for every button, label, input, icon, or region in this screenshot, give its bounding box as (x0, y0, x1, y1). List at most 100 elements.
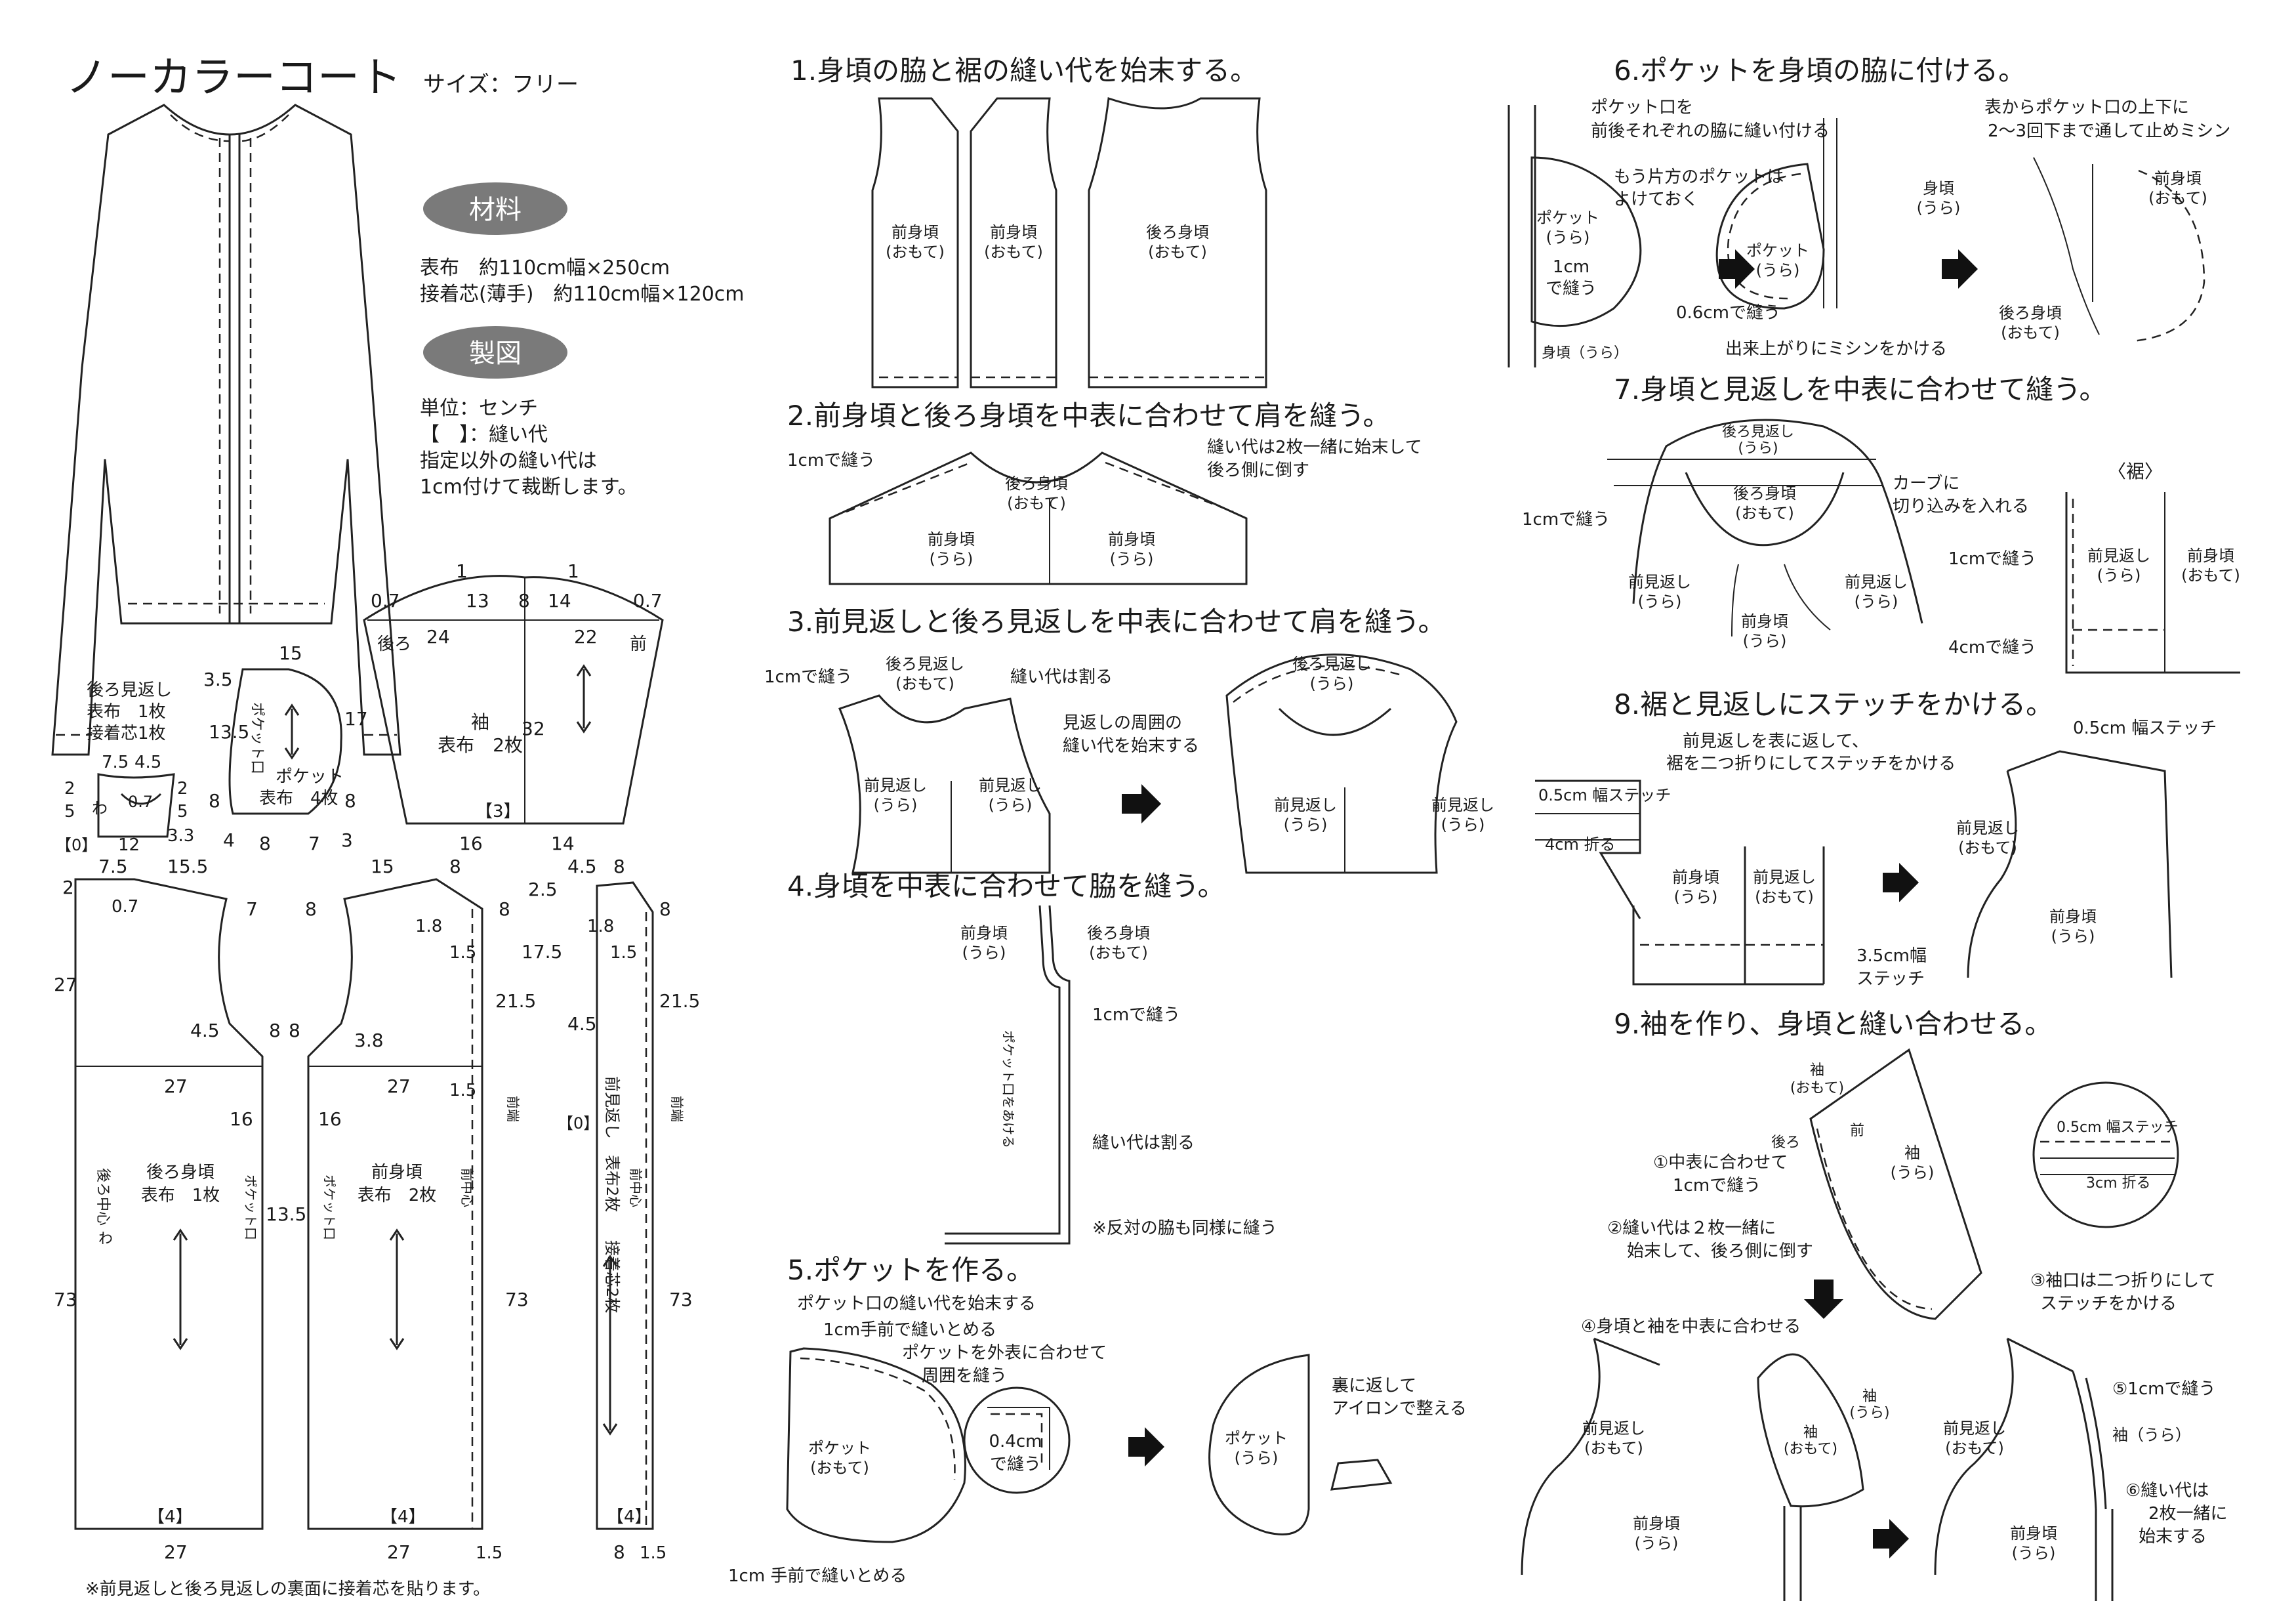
svg-text:14: 14 (548, 590, 571, 612)
svg-text:ポケット口: ポケット口 (321, 1175, 337, 1240)
svg-text:15: 15 (279, 642, 302, 664)
svg-text:カーブに: カーブに (1893, 474, 1959, 493)
svg-text:接着芯2枚: 接着芯2枚 (603, 1240, 621, 1313)
svg-text:4.5: 4.5 (190, 1020, 220, 1041)
page-title: ノーカラーコート (66, 54, 401, 102)
svg-text:後ろ見返し: 後ろ見返し (87, 680, 172, 700)
svg-text:製図: 製図 (469, 339, 522, 369)
step-8-diagram: 前見返しを表に返して、 裾を二つ折りにしてステッチをかける 0.5cm 幅ステッ… (1535, 718, 2217, 989)
svg-text:表布 1枚: 表布 1枚 (141, 1186, 220, 1205)
svg-text:1cmで縫う: 1cmで縫う (1673, 1176, 1761, 1196)
svg-text:前見返し: 前見返し (1753, 868, 1816, 886)
svg-text:73: 73 (669, 1289, 693, 1310)
svg-text:(うら): (うら) (1674, 888, 1718, 906)
svg-text:27: 27 (387, 1075, 411, 1097)
svg-text:(うら): (うら) (1756, 261, 1800, 280)
svg-text:3.5: 3.5 (203, 669, 233, 690)
svg-text:縫い代は2枚一緒に始末して: 縫い代は2枚一緒に始末して (1207, 438, 1422, 457)
svg-text:3.5cm幅: 3.5cm幅 (1856, 946, 1927, 966)
svg-text:もう片方のポケットは: もう片方のポケットは (1614, 167, 1784, 187)
svg-text:1: 1 (567, 560, 579, 582)
step-7-diagram: 後ろ見返し (うら) 後ろ身頃 (おもて) 1cmで縫う カーブに 切り込みを入… (1522, 419, 2240, 674)
svg-text:ポケットを外表に合わせて: ポケットを外表に合わせて (902, 1343, 1107, 1363)
svg-text:2: 2 (64, 779, 75, 799)
step-4-diagram: 前身頃 (うら) 後ろ身頃 (おもて) 1cmで縫う ポケット口をあける 縫い代… (945, 905, 1277, 1245)
svg-text:表布 4枚: 表布 4枚 (259, 789, 338, 808)
svg-text:2: 2 (62, 877, 74, 898)
svg-text:(おもて): (おもて) (886, 243, 945, 261)
svg-text:前身頃: 前身頃 (892, 223, 939, 241)
svg-text:アイロンで整える: アイロンで整える (1332, 1399, 1467, 1419)
svg-text:(うら): (うら) (930, 550, 974, 568)
svg-text:前見返し: 前見返し (1274, 796, 1337, 814)
svg-text:4cmで縫う: 4cmで縫う (1948, 638, 2036, 657)
svg-text:0.6cmで縫う: 0.6cmで縫う (1676, 303, 1780, 323)
svg-text:8: 8 (449, 856, 461, 877)
svg-text:前見返し: 前見返し (1431, 796, 1494, 814)
svg-text:21.5: 21.5 (659, 990, 700, 1012)
step-8-title: 8.裾と見返しにステッチをかける。 (1614, 688, 2053, 720)
svg-text:ポケット: ポケット (1536, 209, 1599, 227)
svg-text:表布 2枚: 表布 2枚 (438, 734, 523, 756)
svg-text:ポケット口: ポケット口 (243, 1175, 258, 1240)
svg-text:(うら): (うら) (1738, 440, 1778, 457)
svg-text:前身頃: 前身頃 (1741, 612, 1788, 631)
svg-text:前中心: 前中心 (628, 1168, 644, 1207)
step-1-title: 1.身頃の脇と裾の縫い代を始末する。 (790, 54, 1258, 87)
svg-text:1cmで縫う: 1cmで縫う (1092, 1005, 1180, 1025)
svg-text:(うら): (うら) (1849, 1405, 1889, 1421)
svg-text:前身頃: 前身頃 (371, 1163, 422, 1182)
step-2-title: 2.前身頃と後ろ身頃を中表に合わせて肩を縫う。 (787, 400, 1391, 432)
svg-text:1cm: 1cm (1553, 257, 1589, 277)
materials-badge: 材料 (423, 182, 567, 235)
svg-text:袖: 袖 (1904, 1144, 1920, 1162)
svg-text:わ: わ (92, 799, 108, 818)
step-9-title: 9.袖を作り、身頃と縫い合わせる。 (1614, 1008, 2052, 1040)
svg-text:0.5cm 幅ステッチ: 0.5cm 幅ステッチ (2057, 1119, 2179, 1136)
back-body-piece: 後ろ身頃 表布 1枚 後ろ中心 わ ポケット口 【4】 7.5 15.5 2 0… (54, 856, 490, 1599)
svg-text:27: 27 (164, 1075, 188, 1097)
svg-text:32: 32 (522, 718, 545, 739)
svg-text:24: 24 (426, 626, 450, 648)
svg-text:27: 27 (54, 974, 77, 995)
svg-text:(おもて): (おもて) (895, 675, 954, 693)
svg-text:裏に返して: 裏に返して (1332, 1376, 1416, 1396)
svg-text:(うら): (うら) (1635, 1534, 1679, 1552)
svg-text:後ろ身頃: 後ろ身頃 (1999, 304, 2062, 322)
step-5-title: 5.ポケットを作る。 (787, 1254, 1034, 1286)
svg-text:ポケット口: ポケット口 (249, 702, 265, 774)
svg-text:前: 前 (630, 635, 647, 654)
svg-text:ポケット口を: ポケット口を (1591, 98, 1693, 117)
allowance-note-1: 指定以外の縫い代は (420, 449, 597, 472)
svg-text:13: 13 (466, 590, 489, 612)
svg-text:1cmで縫う: 1cmで縫う (787, 451, 875, 470)
step-6-diagram: ポケット口を 前後それぞれの脇に縫い付ける もう片方のポケットは よけておく ポ… (1507, 98, 2230, 367)
svg-text:(うら): (うら) (1638, 593, 1682, 611)
svg-text:〈裾〉: 〈裾〉 (2108, 461, 2163, 482)
svg-text:【4】: 【4】 (148, 1507, 193, 1527)
svg-text:【3】: 【3】 (476, 802, 521, 822)
svg-text:前見返し: 前見返し (1845, 573, 1908, 591)
step-7-title: 7.身頃と見返しを中表に合わせて縫う。 (1614, 373, 2107, 406)
svg-text:8: 8 (209, 790, 220, 812)
seam-allowance-note: 【 】：縫い代 (420, 423, 548, 446)
svg-text:0.4cm: 0.4cm (989, 1432, 1042, 1451)
front-body-piece: 前身頃 表布 2枚 ポケット口 前中心 前端 【4】 15 8 8 1.8 8 … (289, 856, 536, 1563)
svg-text:始末して、後ろ側に倒す: 始末して、後ろ側に倒す (1627, 1241, 1813, 1261)
svg-text:前身頃: 前身頃 (2049, 907, 2097, 926)
svg-text:表布 2枚: 表布 2枚 (358, 1186, 437, 1205)
svg-text:8: 8 (259, 833, 271, 854)
svg-text:後ろ: 後ろ (1771, 1135, 1800, 1151)
svg-text:8: 8 (499, 898, 510, 920)
svg-text:前身頃: 前身頃 (1108, 530, 1155, 549)
svg-text:後ろ見返し: 後ろ見返し (886, 655, 964, 673)
unit-note: 単位：センチ (420, 397, 538, 420)
svg-text:1.8: 1.8 (587, 917, 614, 936)
svg-text:(おもて): (おもて) (1089, 944, 1148, 962)
svg-text:前身頃: 前身頃 (1672, 868, 1719, 886)
svg-text:前身頃: 前身頃 (2154, 169, 2202, 188)
step-4-title: 4.身頃を中表に合わせて脇を縫う。 (787, 870, 1225, 902)
svg-text:前身頃: 前身頃 (2187, 547, 2234, 565)
svg-text:7: 7 (308, 833, 320, 854)
svg-text:1: 1 (456, 560, 468, 582)
